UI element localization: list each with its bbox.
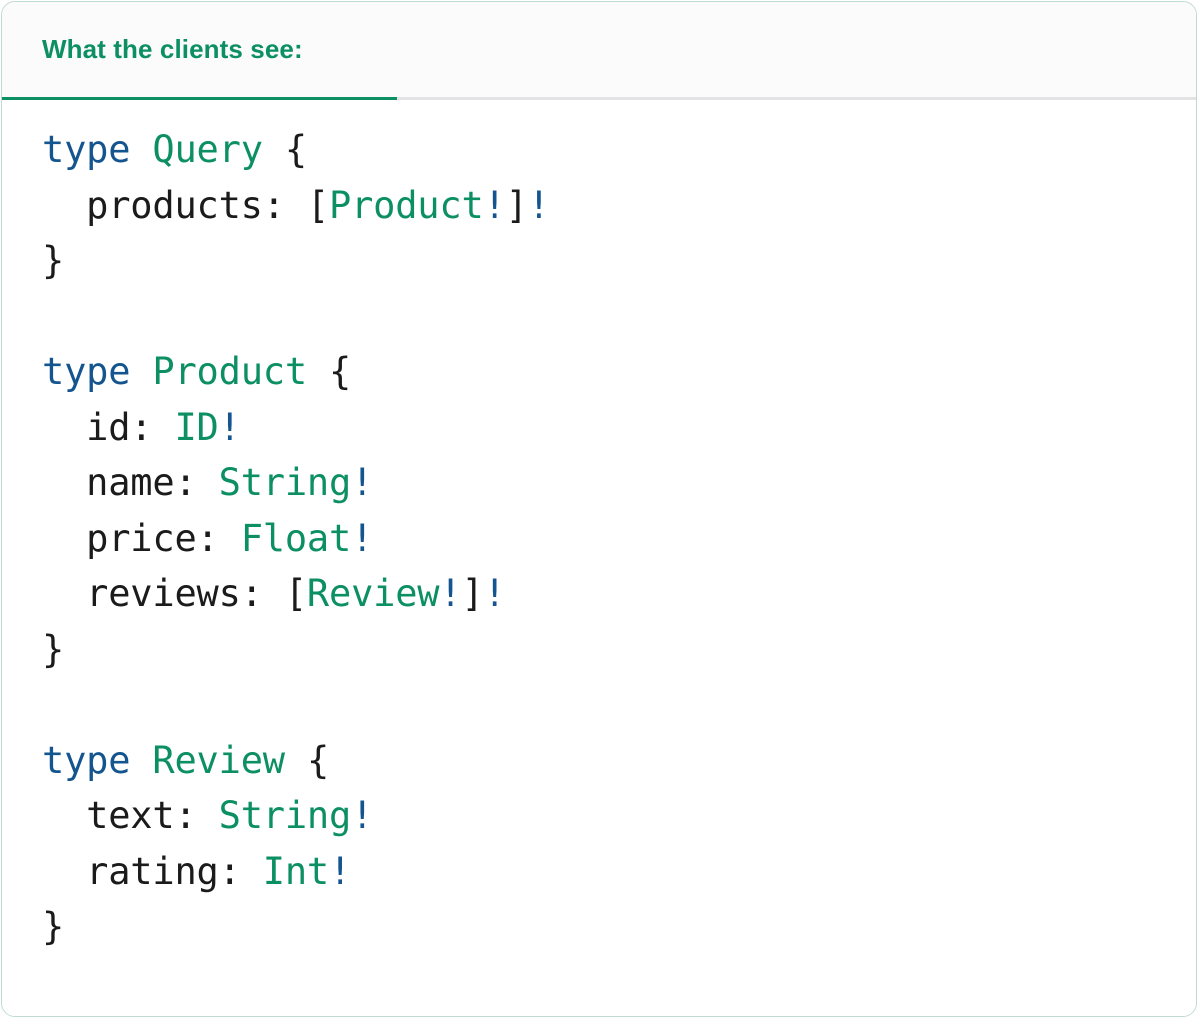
code-token-pun: [ [306,183,329,227]
code-token-pun: ] [505,183,528,227]
code-token-sp [42,406,86,449]
code-token-sp [263,572,285,615]
code-token-type: Review [306,572,440,615]
code-line: text: String! [42,788,1196,844]
active-tab-indicator [2,97,397,100]
code-token-pun: { [284,128,307,171]
code-token-sp [42,794,86,837]
code-token-fld: id: [86,405,153,449]
code-line [42,677,1196,733]
code-token-sp [152,406,174,449]
code-token-sp [241,850,263,893]
code-token-bang: ! [439,572,462,615]
code-token-sp [42,517,86,560]
code-token-bang: ! [483,183,506,227]
code-token-type: Review [152,738,285,782]
code-token-sp [285,184,307,227]
code-line: reviews: [Review!]! [42,566,1196,622]
code-token-kw: type [42,738,131,782]
code-line: rating: Int! [42,844,1196,900]
code-token-sp [42,572,86,615]
code-token-fld: name: [86,461,197,504]
code-token-type: Float [240,516,352,560]
code-token-pun: { [329,350,352,393]
code-token-sp [197,461,219,504]
code-token-sp [42,461,86,504]
code-line: id: ID! [42,400,1196,456]
code-line: } [42,899,1196,955]
code-token-sp [197,794,219,837]
code-line [42,289,1196,345]
code-token-fld: reviews: [86,572,263,615]
code-token-fld: products: [86,183,285,227]
code-token-bang: ! [527,183,550,227]
code-token-kw: type [42,350,131,393]
code-token-bang: ! [329,849,352,893]
code-line: price: Float! [42,511,1196,567]
tab-what-the-clients-see[interactable]: What the clients see: [2,2,397,100]
code-token-sp [307,350,329,393]
code-line: } [42,233,1196,289]
code-token-pun: { [306,738,330,782]
code-token-kw: type [42,128,131,171]
graphql-schema-code[interactable]: type Query { products: [Product!]!} type… [2,122,1196,955]
code-token-bang: ! [351,461,374,504]
code-line: name: String! [42,455,1196,511]
code-token-sp [219,517,241,560]
code-token-sp [130,128,152,171]
code-line: products: [Product!]! [42,178,1196,234]
code-token-type: Product [329,183,484,227]
code-token-sp [130,350,152,393]
code-line: type Review { [42,733,1196,789]
tab-strip: What the clients see: [2,2,1196,100]
code-token-sp [263,128,285,171]
code-token-sp [42,850,86,893]
code-token-pun: } [42,239,65,282]
code-token-type: ID [174,405,219,449]
code-token-fld: text: [86,794,197,837]
code-token-pun: } [42,627,65,671]
code-token-fld: price: [86,516,219,560]
code-token-bang: ! [351,794,374,837]
code-token-sp [42,184,86,227]
code-token-pun: ] [461,572,484,615]
code-token-type: Product [152,350,307,393]
code-token-bang: ! [218,405,241,449]
code-token-sp [130,739,152,782]
code-panel: type Query { products: [Product!]!} type… [2,100,1196,1016]
code-token-pun: [ [284,572,307,615]
code-token-type: String [218,461,352,504]
tab-label: What the clients see: [42,34,303,64]
code-token-bang: ! [351,516,374,560]
code-token-type: Int [262,849,329,893]
code-line: type Query { [42,122,1196,178]
code-token-pun: } [42,905,65,948]
code-token-type: String [218,794,352,837]
code-line: type Product { [42,344,1196,400]
code-token-sp [285,739,307,782]
code-line: } [42,622,1196,678]
code-token-fld: rating: [86,849,241,893]
code-token-type: Query [152,128,263,171]
code-token-bang: ! [483,572,506,615]
